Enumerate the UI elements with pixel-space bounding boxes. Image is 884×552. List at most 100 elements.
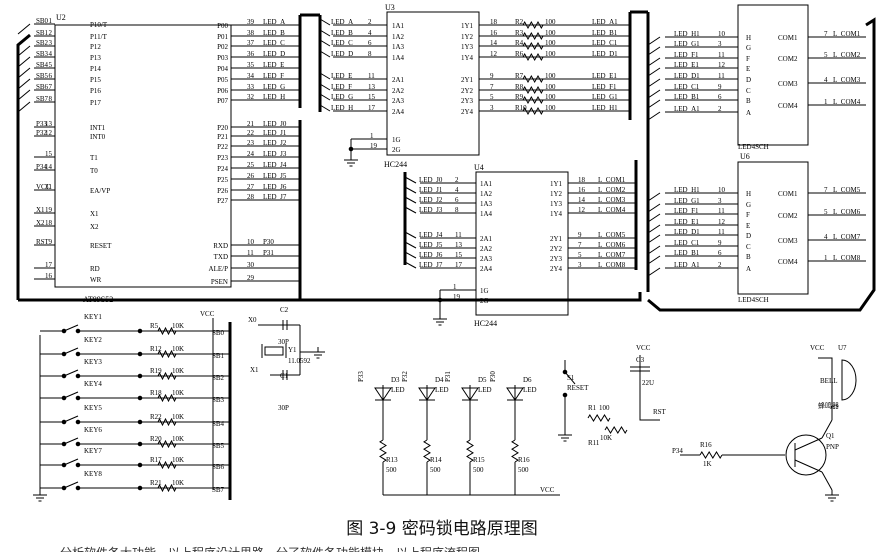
u3-left-net: LED_E [331, 72, 352, 80]
display-seg-num: 12 [718, 61, 726, 69]
mcu-left-bus [16, 33, 31, 300]
led-ref: D5 [478, 376, 487, 384]
mcu-right-pin-name: P05 [217, 76, 228, 84]
led-resistor-ref: R14 [430, 456, 442, 464]
mcu-left-pin-name: RD [90, 265, 100, 273]
mcu-right-pin-num: 23 [247, 139, 255, 147]
display-seg-num: 11 [718, 207, 725, 215]
mcu-right-pin-name: TXD [214, 253, 228, 261]
wire [647, 46, 661, 56]
u3-oe-num: 1 [370, 132, 374, 140]
wire [647, 255, 661, 265]
u3-ref: U3 [385, 3, 395, 12]
u3-series-resistor [522, 41, 544, 51]
display-com-num: 7 [824, 30, 828, 38]
reset-switch-ref: S1 [567, 374, 575, 382]
u3-series-resistor [522, 52, 544, 62]
mcu-left-pin-num: 13 [45, 120, 53, 128]
mcu-right-pin-name: P22 [217, 143, 228, 151]
mcu-left-pin-name: P13 [90, 54, 101, 62]
u4-left-pin-name: 2A1 [480, 235, 493, 243]
u3-resistor-ref: R2 [515, 18, 524, 26]
display-seg-num: 12 [718, 218, 726, 226]
u4-left-pin-name: 1A1 [480, 180, 493, 188]
display-seg-name: D [746, 232, 751, 240]
u3-right-pin-name: 2Y3 [461, 97, 474, 105]
u3-right-net: LED_E1 [592, 72, 617, 80]
mcu-right-net: LED_G [263, 83, 285, 91]
buzzer-net: P34 [672, 447, 683, 455]
display-seg-name: C [746, 243, 751, 251]
led-ref: D6 [523, 376, 532, 384]
led-resistor-value: 500 [518, 466, 529, 474]
display-seg-name: B [746, 97, 751, 105]
key-resistor-value: 10K [172, 345, 184, 353]
bottom-bus [18, 292, 642, 302]
u4-right-net: L_COM7 [598, 251, 626, 259]
display-seg-net: LED_D1 [674, 72, 700, 80]
led-ref: D4 [435, 376, 444, 384]
mcu-left-net: SB2 [36, 39, 49, 47]
pullup-resistor [157, 417, 177, 427]
wire [319, 72, 331, 80]
mcu-right-pin-name: P24 [217, 165, 228, 173]
mcu-right-net: LED_J0 [263, 120, 287, 128]
display-seg-num: 10 [718, 30, 726, 38]
wire [404, 231, 417, 239]
mcu-right-pin-name: P07 [217, 97, 228, 105]
mcu-left-pin-name: P16 [90, 87, 101, 95]
led-diode [506, 387, 524, 401]
u3-right-net: LED_D1 [592, 50, 618, 58]
wire [647, 36, 661, 46]
u3-left-pin-name: 1A2 [392, 33, 405, 41]
leds-vcc: VCC [540, 486, 555, 494]
led-resistor-value: 500 [386, 466, 397, 474]
buzzer-vcc: VCC [810, 344, 825, 352]
junction-dot [562, 369, 568, 375]
u4-right-net: L_COM8 [598, 261, 626, 269]
mcu-left-net: X1 [36, 206, 45, 214]
mcu-left-net: P33 [36, 120, 47, 128]
key-resistor-ref: R18 [150, 389, 162, 397]
u4-left-pin-name: 2A4 [480, 265, 493, 273]
mcu-left-pin-num: 7 [49, 83, 53, 91]
display-seg-net: LED_E1 [674, 61, 699, 69]
wire [818, 357, 833, 420]
display-com-name: COM2 [778, 55, 798, 63]
u4-left-net: LED_J4 [419, 231, 443, 239]
wire [821, 471, 833, 491]
mcu-left-net: RST [36, 238, 50, 246]
u3-resistor-ref: R9 [515, 93, 524, 101]
display-com-net: L_COM8 [833, 254, 861, 262]
key-net: SB2 [212, 374, 225, 382]
u3-left-pin-name: 1A4 [392, 54, 405, 62]
display-seg-net: LED_D1 [674, 228, 700, 236]
mcu-right-pin-num: 11 [247, 249, 254, 257]
wire [404, 251, 417, 259]
u3-left-net: LED_B [331, 29, 353, 37]
wire [647, 111, 661, 121]
mcu-left-pin-num: 6 [49, 72, 53, 80]
mcu-left-net: SB0 [36, 17, 49, 25]
display-seg-num: 2 [718, 105, 722, 113]
wire [319, 83, 331, 91]
key-label: KEY7 [84, 447, 102, 455]
xtal-x0: X0 [248, 316, 257, 324]
u4-left-net: LED_J3 [419, 206, 443, 214]
junction-dot [61, 328, 67, 334]
display-seg-net: LED_F1 [674, 207, 699, 215]
display-seg-net: LED_H1 [674, 186, 700, 194]
mcu-left-pin-num: 16 [45, 272, 53, 280]
display-seg-name: B [746, 253, 751, 261]
led-resistor [379, 439, 387, 463]
reset-cap-ref: C3 [636, 356, 645, 364]
pnp-transistor [785, 434, 827, 476]
key-net: SB6 [212, 463, 225, 471]
display-seg-net: LED_F1 [674, 51, 699, 59]
key-net: SB1 [212, 352, 225, 360]
display-com-name: COM3 [778, 80, 798, 88]
u4-left-pin-name: 2A3 [480, 255, 493, 263]
u3-right-pin-name: 2Y2 [461, 87, 474, 95]
xtal-ref: Y1 [288, 346, 297, 354]
pullup-resistor [157, 349, 177, 359]
